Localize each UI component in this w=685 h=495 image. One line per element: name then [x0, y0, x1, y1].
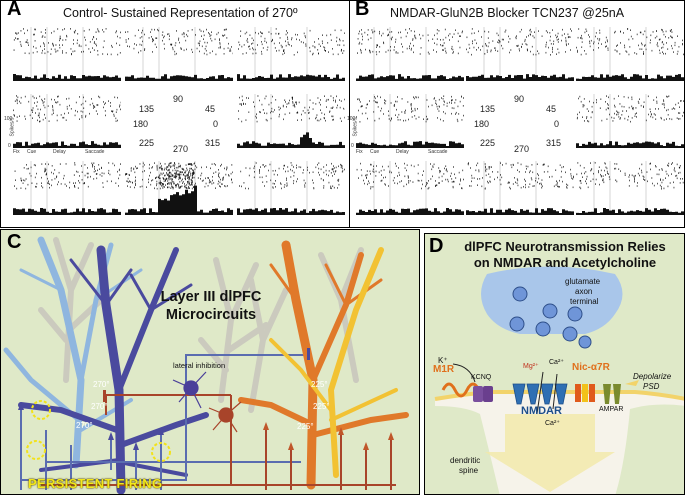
- nmdar-label: NMDAR: [521, 405, 562, 417]
- y-tick-label: 0: [8, 143, 11, 149]
- panel-b-letter: B: [355, 0, 370, 20]
- terminal-label-2: axon: [575, 287, 593, 296]
- direction-label: 135: [480, 104, 496, 114]
- panel-c-title-1: Layer III dlPFC: [160, 289, 262, 305]
- raster-cell: [576, 94, 684, 148]
- lateral-inhibition-label: lateral inhibition: [173, 361, 226, 370]
- blue-label-3: 270°: [76, 421, 93, 430]
- mg-label: Mg²⁺: [523, 363, 539, 370]
- direction-key: 90 45 0 315 270 225 180 135: [466, 94, 574, 154]
- synapse-illustration: [434, 266, 684, 494]
- raster-cell: [237, 27, 345, 81]
- panel-a: A Control- Sustained Representation of 2…: [0, 0, 350, 228]
- direction-label: 0: [213, 119, 219, 129]
- direction-label: 0: [554, 119, 560, 129]
- raster-cell: [356, 94, 464, 148]
- k-ion-label: K⁺: [438, 356, 448, 365]
- depolarize-label-2: PSD: [643, 382, 660, 391]
- raster-cell: [576, 27, 684, 81]
- spine-label-2: spine: [459, 466, 479, 475]
- panel-a-title: Control- Sustained Representation of 270…: [63, 6, 298, 20]
- direction-label: 225: [480, 138, 496, 148]
- terminal-label-1: glutamate: [565, 277, 601, 286]
- raster-cell: [125, 27, 233, 81]
- raster-cell: [237, 94, 345, 148]
- direction-label: 90: [514, 94, 525, 104]
- y-tick-label: 100: [4, 116, 13, 122]
- panel-d-title-1: dlPFC Neurotransmission Relies: [464, 239, 666, 254]
- epoch-label: Cue: [27, 149, 37, 155]
- epoch-label: Delay: [53, 149, 66, 155]
- orange-label-2: 225°: [313, 402, 330, 411]
- direction-label: 315: [205, 138, 221, 148]
- blue-label-2: 270°: [91, 402, 108, 411]
- epoch-label: Fix: [13, 149, 20, 155]
- raster-cell: [356, 161, 464, 215]
- direction-label: 225: [139, 138, 155, 148]
- direction-label: 180: [133, 119, 149, 129]
- epoch-label: Cue: [370, 149, 380, 155]
- panel-d-letter: D: [429, 235, 444, 257]
- m1r-label: M1R: [433, 364, 455, 375]
- nic-label: Nic-α7R: [572, 362, 610, 373]
- direction-label: 45: [546, 104, 557, 114]
- orange-label-3: 225°: [297, 422, 314, 431]
- microcircuit-illustration: [3, 236, 409, 494]
- epoch-label: Delay: [396, 149, 409, 155]
- direction-label: 270: [514, 144, 530, 154]
- raster-cell: [356, 27, 464, 81]
- panel-d: D dlPFC Neurotransmission Relies on NMDA…: [424, 233, 685, 495]
- direction-label: 180: [474, 119, 490, 129]
- panel-b-title: NMDAR-GluN2B Blocker TCN237 @25nA: [390, 6, 625, 20]
- direction-key: 90 45 0 315 270 225 180 135: [125, 94, 233, 154]
- panel-c-letter: C: [7, 231, 22, 253]
- direction-label: 315: [546, 138, 562, 148]
- epoch-label: Fix: [356, 149, 363, 155]
- raster-cell: [13, 27, 121, 81]
- direction-label: 90: [173, 94, 184, 104]
- depolarize-label-1: Depolarize: [633, 372, 672, 381]
- persistent-firing-label: PERSISTENT FIRING: [28, 476, 163, 491]
- panel-b: B NMDAR-GluN2B Blocker TCN237 @25nA Spik…: [347, 0, 685, 228]
- raster-cell: [237, 161, 345, 215]
- panel-c: C Layer III dlPFC Microcircuits lateral …: [0, 229, 420, 495]
- direction-label: 135: [139, 104, 155, 114]
- panel-c-title-2: Microcircuits: [165, 307, 257, 323]
- raster-cell: [466, 161, 574, 215]
- terminal-label-3: terminal: [570, 297, 599, 306]
- raster-cell: [13, 161, 121, 215]
- spine-label-1: dendritic: [450, 456, 481, 465]
- epoch-label: Saccade: [428, 149, 448, 155]
- direction-label: 270: [173, 144, 189, 154]
- y-tick-label: 100: [347, 116, 356, 122]
- ca-bottom-label: Ca²⁺: [545, 420, 560, 427]
- raster-cell: [466, 27, 574, 81]
- epoch-label: Saccade: [85, 149, 105, 155]
- panel-d-title-2: on NMDAR and Acetylcholine: [473, 255, 657, 270]
- kcnq-label: KCNQ: [471, 374, 492, 381]
- blue-label-1: 270°: [93, 380, 110, 389]
- raster-cell: [125, 161, 233, 215]
- orange-label-1: 225°: [311, 380, 328, 389]
- raster-cell: [576, 161, 684, 215]
- direction-label: 45: [205, 104, 216, 114]
- y-tick-label: 0: [351, 143, 354, 149]
- panel-a-letter: A: [7, 0, 22, 20]
- raster-cell: [13, 94, 121, 148]
- ampar-label: AMPAR: [599, 406, 624, 413]
- ca-top-label: Ca²⁺: [549, 359, 564, 366]
